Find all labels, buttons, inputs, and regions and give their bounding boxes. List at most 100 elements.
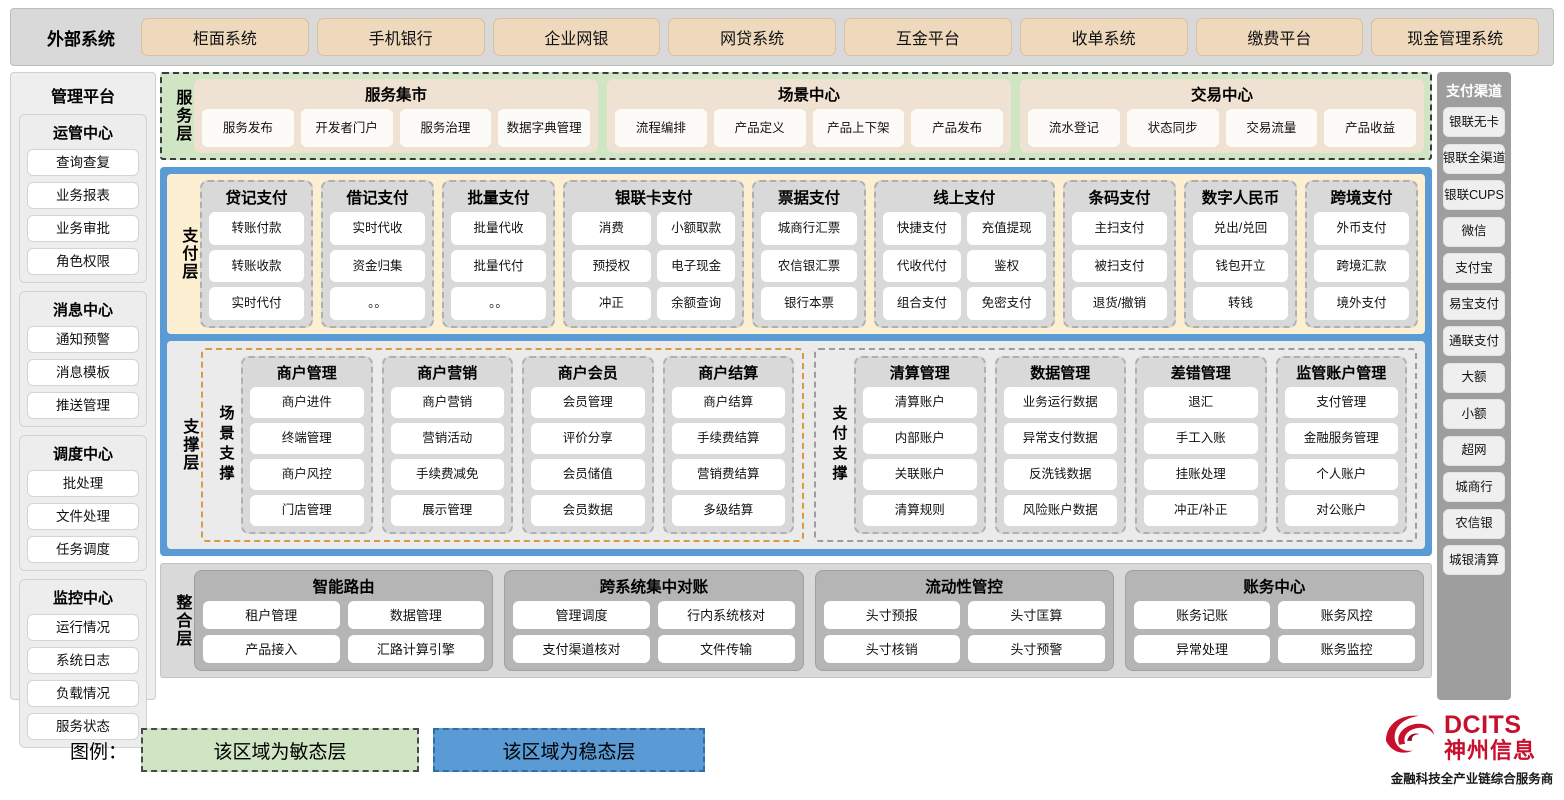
support-item[interactable]: 清算账户 xyxy=(863,387,977,418)
admin-menu-item[interactable]: 负载情况 xyxy=(27,680,139,707)
payment-channel-item[interactable]: 通联支付 xyxy=(1443,326,1505,356)
payment-item[interactable]: 转账收款 xyxy=(209,249,305,283)
service-item[interactable]: 数据字典管理 xyxy=(498,109,590,147)
integration-item[interactable]: 账务记账 xyxy=(1133,601,1271,629)
admin-menu-item[interactable]: 业务报表 xyxy=(27,182,139,209)
support-item[interactable]: 手续费结算 xyxy=(671,423,785,454)
integration-item[interactable]: 文件传输 xyxy=(657,635,795,663)
payment-item[interactable]: 实时代收 xyxy=(330,212,426,245)
integration-item[interactable]: 支付渠道核对 xyxy=(513,635,650,663)
payment-item[interactable]: 兑出/兑回 xyxy=(1192,212,1288,245)
admin-menu-item[interactable]: 查询查复 xyxy=(27,149,139,176)
payment-item[interactable]: 消费 xyxy=(572,212,651,245)
support-item[interactable]: 内部账户 xyxy=(863,423,977,454)
payment-channel-item[interactable]: 银联无卡 xyxy=(1443,107,1505,137)
integration-item[interactable]: 头寸预报 xyxy=(823,601,961,629)
support-item[interactable]: 冲正/补正 xyxy=(1144,495,1258,526)
support-item[interactable]: 挂账处理 xyxy=(1144,459,1258,490)
admin-menu-item[interactable]: 业务审批 xyxy=(27,215,139,242)
support-item[interactable]: 清算规则 xyxy=(863,495,977,526)
integration-item[interactable]: 头寸匡算 xyxy=(968,601,1105,629)
external-system-item[interactable]: 企业网银 xyxy=(492,18,661,56)
integration-item[interactable]: 行内系统核对 xyxy=(657,601,795,629)
payment-item[interactable]: 实时代付 xyxy=(209,287,305,321)
support-item[interactable]: 商户营销 xyxy=(390,387,504,418)
payment-channel-item[interactable]: 支付宝 xyxy=(1443,253,1505,283)
integration-item[interactable]: 产品接入 xyxy=(203,635,340,663)
payment-item[interactable]: 小额取款 xyxy=(656,212,736,245)
service-item[interactable]: 产品发布 xyxy=(911,109,1003,147)
payment-channel-item[interactable]: 城银清算 xyxy=(1443,545,1505,575)
support-item[interactable]: 商户风控 xyxy=(250,459,364,490)
support-item[interactable]: 关联账户 xyxy=(863,459,977,490)
support-item[interactable]: 会员数据 xyxy=(531,495,645,526)
payment-item[interactable]: 农信银汇票 xyxy=(761,249,857,283)
external-system-item[interactable]: 互金平台 xyxy=(844,18,1012,56)
payment-item[interactable]: 快捷支付 xyxy=(882,212,962,245)
admin-menu-item[interactable]: 角色权限 xyxy=(27,248,139,275)
support-item[interactable]: 门店管理 xyxy=(250,495,364,526)
support-item[interactable]: 商户进件 xyxy=(250,387,364,418)
admin-menu-item[interactable]: 通知预警 xyxy=(27,326,139,353)
support-item[interactable]: 业务运行数据 xyxy=(1003,387,1117,418)
support-item[interactable]: 退汇 xyxy=(1144,387,1258,418)
external-system-item[interactable]: 手机银行 xyxy=(316,18,485,56)
payment-channel-item[interactable]: 超网 xyxy=(1443,435,1505,466)
payment-channel-item[interactable]: 大额 xyxy=(1443,362,1505,393)
support-item[interactable]: 手工入账 xyxy=(1144,423,1258,454)
support-item[interactable]: 展示管理 xyxy=(390,495,504,526)
support-item[interactable]: 对公账户 xyxy=(1284,495,1398,526)
payment-item[interactable]: 预授权 xyxy=(572,249,651,283)
payment-item[interactable]: 钱包开立 xyxy=(1192,249,1288,283)
admin-menu-item[interactable]: 系统日志 xyxy=(27,647,139,674)
support-item[interactable]: 多级结算 xyxy=(671,495,785,526)
service-item[interactable]: 流程编排 xyxy=(615,109,707,147)
payment-item[interactable]: 批量代付 xyxy=(451,249,547,283)
payment-item[interactable]: 资金归集 xyxy=(330,249,426,283)
service-item[interactable]: 服务治理 xyxy=(399,109,492,147)
payment-item[interactable]: 被扫支付 xyxy=(1071,249,1167,283)
payment-channel-item[interactable]: 银联CUPS xyxy=(1443,180,1505,210)
payment-channel-item[interactable]: 银联全渠道 xyxy=(1443,143,1505,174)
admin-menu-item[interactable]: 任务调度 xyxy=(27,536,139,563)
support-item[interactable]: 评价分享 xyxy=(531,423,645,454)
payment-item[interactable]: 转账付款 xyxy=(209,212,305,245)
payment-item[interactable]: 外币支付 xyxy=(1313,212,1409,245)
admin-menu-item[interactable]: 服务状态 xyxy=(27,713,139,740)
support-item[interactable]: 反洗钱数据 xyxy=(1003,459,1117,490)
service-item[interactable]: 服务发布 xyxy=(202,109,294,147)
payment-item[interactable]: 。。 xyxy=(330,287,426,321)
external-system-item[interactable]: 网贷系统 xyxy=(668,18,836,56)
service-item[interactable]: 产品收益 xyxy=(1324,109,1416,147)
external-system-item[interactable]: 收单系统 xyxy=(1019,18,1188,56)
service-item[interactable]: 流水登记 xyxy=(1028,109,1120,147)
support-item[interactable]: 营销费结算 xyxy=(671,459,785,490)
payment-item[interactable]: 跨境汇款 xyxy=(1313,249,1409,283)
payment-item[interactable]: 免密支付 xyxy=(967,287,1046,321)
support-item[interactable]: 营销活动 xyxy=(390,423,504,454)
payment-item[interactable]: 城商行汇票 xyxy=(761,212,857,245)
payment-item[interactable]: 境外支付 xyxy=(1313,287,1409,321)
external-system-item[interactable]: 柜面系统 xyxy=(141,18,309,56)
payment-item[interactable]: 鉴权 xyxy=(967,249,1046,283)
support-item[interactable]: 商户结算 xyxy=(671,387,785,418)
payment-item[interactable]: 电子现金 xyxy=(656,249,736,283)
payment-item[interactable]: 银行本票 xyxy=(761,287,857,321)
admin-menu-item[interactable]: 运行情况 xyxy=(27,614,139,641)
support-item[interactable]: 支付管理 xyxy=(1284,387,1398,418)
support-item[interactable]: 异常支付数据 xyxy=(1003,423,1117,454)
payment-channel-item[interactable]: 易宝支付 xyxy=(1443,289,1505,320)
external-system-item[interactable]: 缴费平台 xyxy=(1195,18,1364,56)
support-item[interactable]: 个人账户 xyxy=(1284,459,1398,490)
payment-channel-item[interactable]: 微信 xyxy=(1443,216,1505,247)
payment-channel-item[interactable]: 农信银 xyxy=(1443,508,1505,539)
service-item[interactable]: 产品定义 xyxy=(713,109,806,147)
support-item[interactable]: 会员管理 xyxy=(531,387,645,418)
admin-menu-item[interactable]: 文件处理 xyxy=(27,503,139,530)
service-item[interactable]: 状态同步 xyxy=(1126,109,1219,147)
service-item[interactable]: 交易流量 xyxy=(1225,109,1318,147)
integration-item[interactable]: 头寸核销 xyxy=(823,635,961,663)
integration-item[interactable]: 头寸预警 xyxy=(968,635,1105,663)
service-item[interactable]: 开发者门户 xyxy=(300,109,393,147)
integration-item[interactable]: 账务风控 xyxy=(1278,601,1415,629)
